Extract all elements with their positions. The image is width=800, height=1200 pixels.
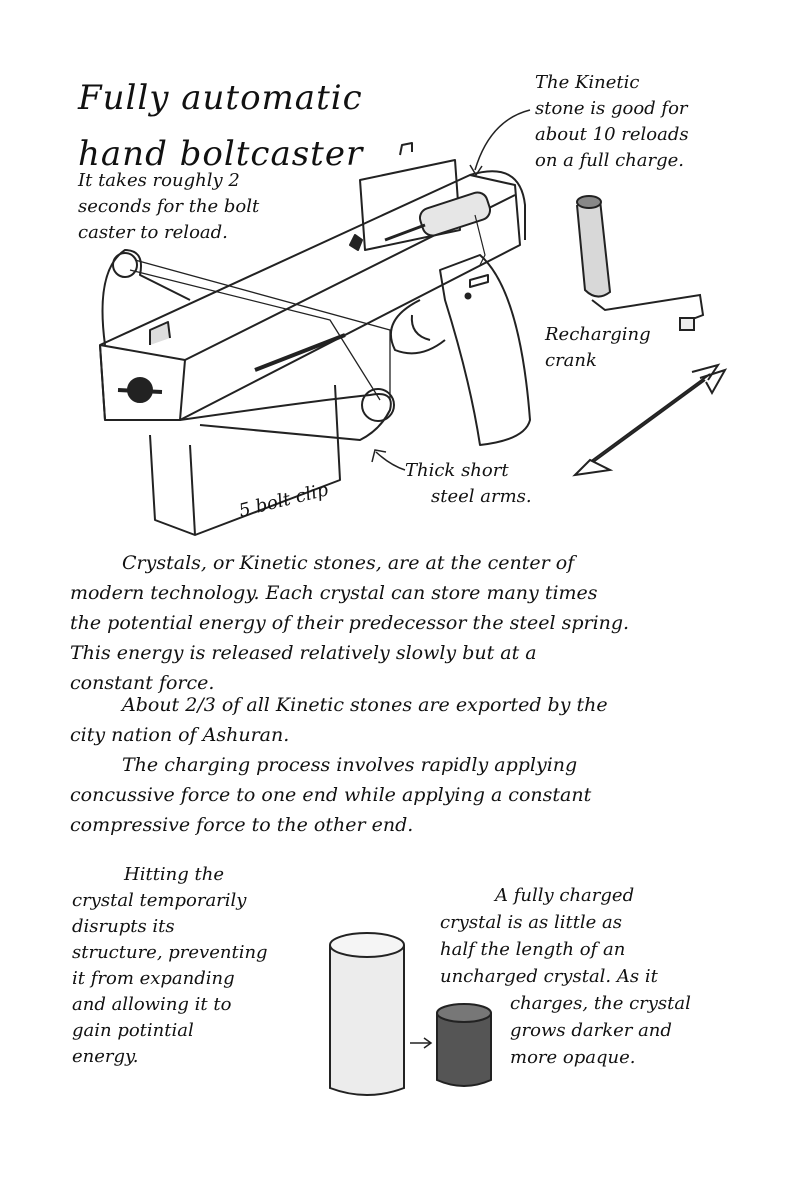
arms-line: steel arms. (431, 486, 532, 507)
boltcaster-drawing (99, 142, 531, 536)
kinetic-line: stone is good for (535, 98, 688, 119)
arms-line: Thick short (405, 460, 509, 481)
crank-line: Recharging (545, 324, 651, 345)
crystal-note-line: structure, preventing (72, 942, 268, 963)
crystal-note-line: crystal is as little as (440, 912, 623, 933)
kinetic-line: on a full charge. (535, 150, 685, 171)
crystal-drawings (329, 932, 492, 1096)
reload-line: caster to reload. (78, 222, 228, 243)
paragraph-line: Crystals, or Kinetic stones, are at the … (122, 552, 575, 574)
title-line-2: hand boltcaster (78, 134, 364, 174)
crank-drawing (576, 195, 705, 331)
paragraph-line: The charging process involves rapidly ap… (122, 754, 578, 776)
crystal-note-line: half the length of an (440, 939, 626, 960)
crystal-note-line: charges, the crystal (510, 993, 691, 1014)
paragraph-line: concussive force to one end while applyi… (70, 784, 592, 806)
paragraph-line: compressive force to the other end. (70, 814, 414, 836)
arrow-drawing (572, 363, 728, 477)
crystal-note-line: more opaque. (510, 1047, 636, 1068)
crystal-note-right: A fully charged crystal is as little as … (440, 882, 691, 1071)
kinetic-annotation: The Kinetic stone is good for about 10 r… (535, 70, 689, 174)
reload-line: seconds for the bolt (78, 196, 260, 217)
crystal-note-line: energy. (72, 1046, 139, 1067)
crystal-note-line: disrupts its (72, 916, 175, 937)
reload-line: It takes roughly 2 (78, 170, 240, 191)
paragraph-line: the potential energy of their predecesso… (70, 612, 630, 634)
paragraph-charging: The charging process involves rapidly ap… (70, 750, 740, 840)
kinetic-pointer (474, 109, 531, 171)
paragraph-line: About 2/3 of all Kinetic stones are expo… (122, 694, 608, 716)
paragraph-crystals: Crystals, or Kinetic stones, are at the … (70, 548, 740, 698)
crystal-note-line: crystal temporarily (72, 890, 247, 911)
paragraph-line: This energy is released relatively slowl… (70, 642, 537, 664)
paragraph-line: modern technology. Each crystal can stor… (70, 582, 598, 604)
page-title: Fully automatic hand boltcaster (78, 70, 363, 182)
paragraph-line: constant force. (70, 672, 215, 694)
paragraph-export: About 2/3 of all Kinetic stones are expo… (70, 690, 740, 750)
crystal-note-line: gain potintial (72, 1020, 194, 1041)
crystal-note-line: and allowing it to (72, 994, 232, 1015)
kinetic-line: about 10 reloads (535, 124, 689, 145)
crystal-note-line: uncharged crystal. As it (440, 966, 658, 987)
crystal-note-line: grows darker and (510, 1020, 672, 1041)
crank-line: crank (545, 350, 597, 371)
crystal-note-left: Hitting the crystal temporarily disrupts… (72, 862, 268, 1070)
reload-annotation: It takes roughly 2 seconds for the bolt … (78, 168, 259, 246)
arms-pointer (375, 451, 406, 471)
kinetic-line: The Kinetic (535, 72, 640, 93)
title-line-1: Fully automatic (78, 78, 363, 118)
paragraph-line: city nation of Ashuran. (70, 724, 290, 746)
crank-annotation: Recharging crank (545, 322, 651, 374)
arms-annotation: Thick short steel arms. (405, 458, 532, 510)
crystal-note-line: it from expanding (72, 968, 235, 989)
crystal-note-line: A fully charged (495, 885, 635, 906)
crystal-note-line: Hitting the (124, 864, 224, 885)
